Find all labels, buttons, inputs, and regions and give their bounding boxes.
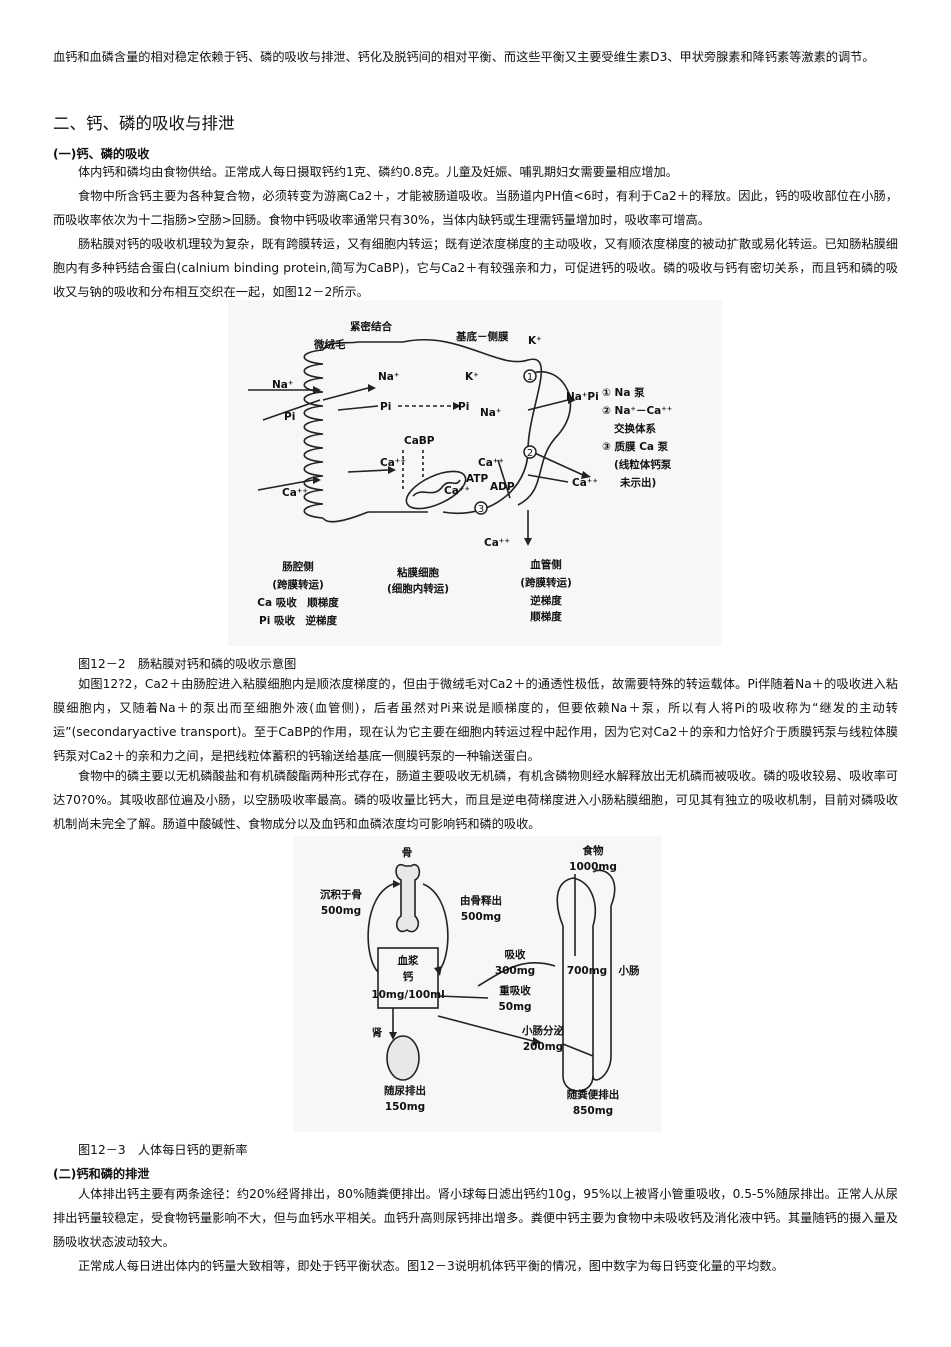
label-reabsorb: 重吸收	[499, 984, 531, 997]
label-cabp: CaBP	[404, 435, 435, 447]
label-ca-right1: Ca⁺⁺	[478, 457, 504, 469]
label-ca-mito: Ca⁺⁺	[444, 485, 470, 497]
label-blood-transport: (跨膜转运)	[520, 576, 572, 589]
paragraph-absorb-site: 食物中所含钙主要为各种复合物，必须转变为游离Ca2＋，才能被肠道吸收。当肠道内P…	[53, 189, 898, 227]
label-secretion: 小肠分泌	[521, 1024, 564, 1037]
legend-3b: (线粒体钙泵	[614, 458, 672, 471]
label-absorb: 吸收	[505, 948, 526, 961]
figure-caption-12-2: 图12－2 肠粘膜对钙和磷的吸收示意图	[78, 657, 297, 671]
label-na-pi-right: Na⁺Pi	[566, 391, 599, 403]
label-microvilli: 微绒毛	[313, 338, 346, 351]
paragraph-figure-explanation: 如图12?2，Ca2＋由肠腔进入粘膜细胞内是顺浓度梯度的，但由于微绒毛对Ca2＋…	[53, 677, 898, 763]
label-urine: 随尿排出	[384, 1084, 426, 1097]
label-ca-left: Ca⁺⁺	[282, 487, 308, 499]
label-pi-mid2: Pi	[458, 401, 469, 413]
label-na-mid2: Na⁺	[480, 407, 501, 419]
label-k-mid: K⁺	[465, 371, 479, 383]
label-feces-amount: 850mg	[573, 1105, 613, 1117]
label-cell: 粘膜细胞	[397, 566, 439, 579]
label-plasma: 血浆	[398, 954, 419, 967]
label-blood-against: 逆梯度	[530, 594, 562, 607]
legend-2b: 交换体系	[614, 422, 656, 435]
label-basolateral: 基底－侧膜	[455, 330, 509, 343]
legend-2: ② Na⁺－Ca⁺⁺	[602, 405, 672, 417]
label-k-top: K⁺	[528, 335, 542, 347]
label-feces: 随粪便排出	[567, 1088, 620, 1101]
section-title: 二、钙、磷的吸收与排泄	[53, 114, 235, 133]
subsection-title-absorption: (一)钙、磷的吸收	[53, 147, 150, 161]
legend-1: ① Na 泵	[602, 387, 645, 399]
label-blood-along: 顺梯度	[530, 610, 562, 623]
paragraph-balance: 正常成人每日进出体内的钙量大致相等，即处于钙平衡状态。图12－3说明机体钙平衡的…	[78, 1259, 784, 1273]
paragraph-phosphorus: 食物中的磷主要以无机磷酸盐和有机磷酸酯两种形式存在，肠道主要吸收无机磷，有机含磷…	[53, 769, 898, 831]
label-reabsorb-amount: 50mg	[498, 1001, 531, 1013]
label-lumen-transport: (跨膜转运)	[272, 578, 324, 591]
label-tight-junction: 紧密结合	[350, 320, 392, 333]
figure-intestinal-absorption: 1 2 3 紧密结合 微绒毛 基底－侧膜 K⁺ Na⁺ Pi Na⁺ Pi Pi…	[228, 300, 722, 646]
label-ca-mid: Ca⁺⁺	[380, 457, 406, 469]
label-release: 由骨释出	[460, 894, 502, 907]
label-adp: ADP	[490, 481, 515, 493]
label-kidney: 肾	[372, 1026, 383, 1039]
paragraph-excretion: 人体排出钙主要有两条途径：约20%经肾排出，80%随粪便排出。肾小球每日滤出钙约…	[53, 1187, 898, 1249]
label-cell-transport: (细胞内转运)	[387, 582, 449, 595]
figure-caption-12-3: 图12－3 人体每日钙的更新率	[78, 1143, 248, 1157]
label-ca-right2: Ca⁺⁺	[572, 477, 598, 489]
label-small-intestine: 小肠	[618, 964, 640, 977]
label-food: 食物	[582, 844, 604, 857]
intro-paragraph: 血钙和血磷含量的相对稳定依赖于钙、磷的吸收与排泄、钙化及脱钙间的相对平衡、而这些…	[53, 50, 875, 64]
label-deposit-amount: 500mg	[321, 905, 361, 917]
paragraph-intake: 体内钙和磷均由食物供给。正常成人每日摄取钙约1克、磷约0.8克。儿童及妊娠、哺乳…	[78, 165, 678, 179]
circle-number-2: 2	[527, 448, 533, 459]
label-pi-left: Pi	[284, 411, 295, 423]
figure-calcium-turnover: 骨 沉积于骨 500mg 由骨释出 500mg 血浆 钙 10mg/100ml …	[293, 836, 661, 1132]
label-release-amount: 500mg	[461, 911, 501, 923]
label-food-amount: 1000mg	[569, 861, 617, 873]
label-atp: ATP	[466, 473, 488, 485]
circle-number-3: 3	[478, 504, 484, 515]
subsection-title-excretion: (二)钙和磷的排泄	[53, 1167, 150, 1181]
label-plasma-calcium: 钙	[403, 970, 414, 983]
label-ca-bottom: Ca⁺⁺	[484, 537, 510, 549]
paragraph-mechanism: 肠粘膜对钙的吸收机理较为复杂，既有跨膜转运，又有细胞内转运；既有逆浓度梯度的主动…	[53, 237, 898, 299]
label-secretion-amount: 200mg	[523, 1041, 563, 1053]
label-lumen-ca: Ca 吸收 顺梯度	[257, 596, 339, 609]
label-deposit: 沉积于骨	[320, 888, 362, 901]
label-gut-amount: 700mg	[567, 965, 607, 977]
label-pi-mid: Pi	[380, 401, 391, 413]
label-blood-side: 血管侧	[530, 558, 562, 571]
legend-3: ③ 质膜 Ca 泵	[602, 440, 669, 453]
label-lumen-side: 肠腔侧	[282, 560, 314, 573]
legend-3c: 未示出)	[619, 476, 656, 489]
label-lumen-pi: Pi 吸收 逆梯度	[259, 614, 337, 627]
label-absorb-amount: 300mg	[495, 965, 535, 977]
label-na-mid: Na⁺	[378, 371, 399, 383]
label-na-left: Na⁺	[272, 379, 293, 391]
circle-number-1: 1	[527, 372, 533, 383]
label-bone: 骨	[402, 847, 413, 859]
label-urine-amount: 150mg	[385, 1101, 425, 1113]
label-plasma-concentration: 10mg/100ml	[371, 989, 444, 1001]
